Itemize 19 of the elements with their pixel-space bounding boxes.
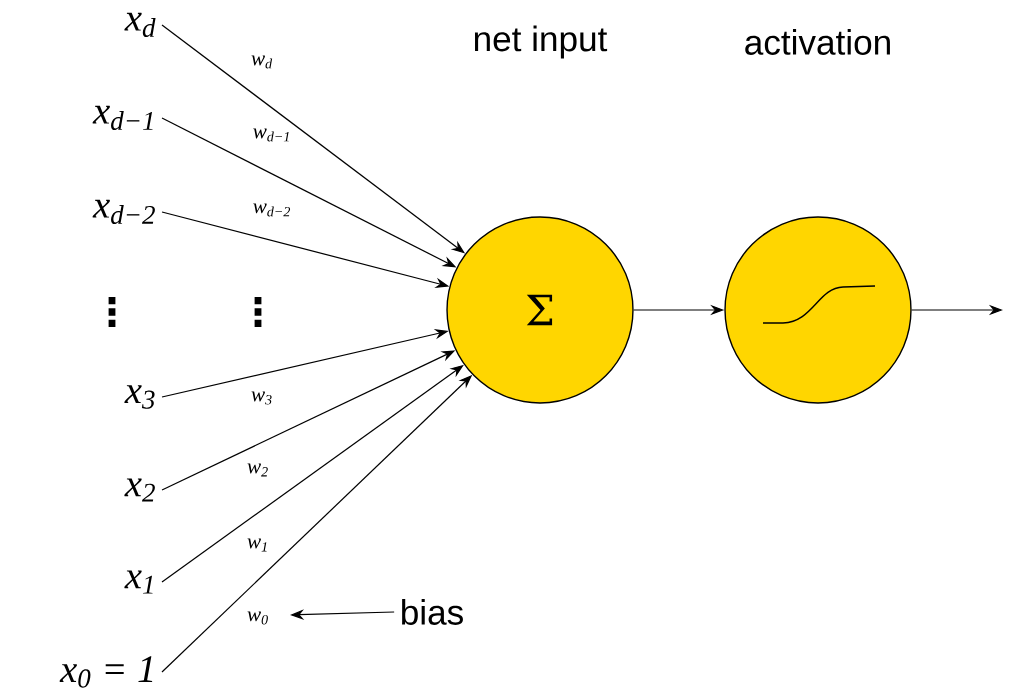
weight-label: w$_{2}$ <box>247 463 268 477</box>
vertical-ellipsis: ⋮ <box>108 297 116 327</box>
node-label: activation <box>745 29 890 55</box>
weight-label: w$_{d}$ <box>251 55 273 69</box>
input-label: x$_{1}$ <box>124 570 153 594</box>
weight-label: w$_{0}$ <box>247 611 268 625</box>
input-label: x$_{3}$ <box>124 385 155 409</box>
input-label: x$_{d−1}$ <box>92 105 153 131</box>
weight-label: w$_{d−1}$ <box>253 128 289 142</box>
vertical-ellipsis: ⋮ <box>254 297 262 327</box>
input-label: x$_{d−2}$ <box>92 199 155 225</box>
node-label: net input <box>474 25 608 59</box>
input-label: x$_{0}$ = 1 <box>59 656 153 688</box>
input-label: x$_{d}$ <box>124 12 156 38</box>
weight-label: w$_{d−2}$ <box>253 203 291 217</box>
weight-label: w$_{3}$ <box>251 391 272 405</box>
bias-label: bias <box>402 599 463 625</box>
weight-label: w$_{1}$ <box>247 538 267 552</box>
input-label: x$_{2}$ <box>124 478 155 502</box>
